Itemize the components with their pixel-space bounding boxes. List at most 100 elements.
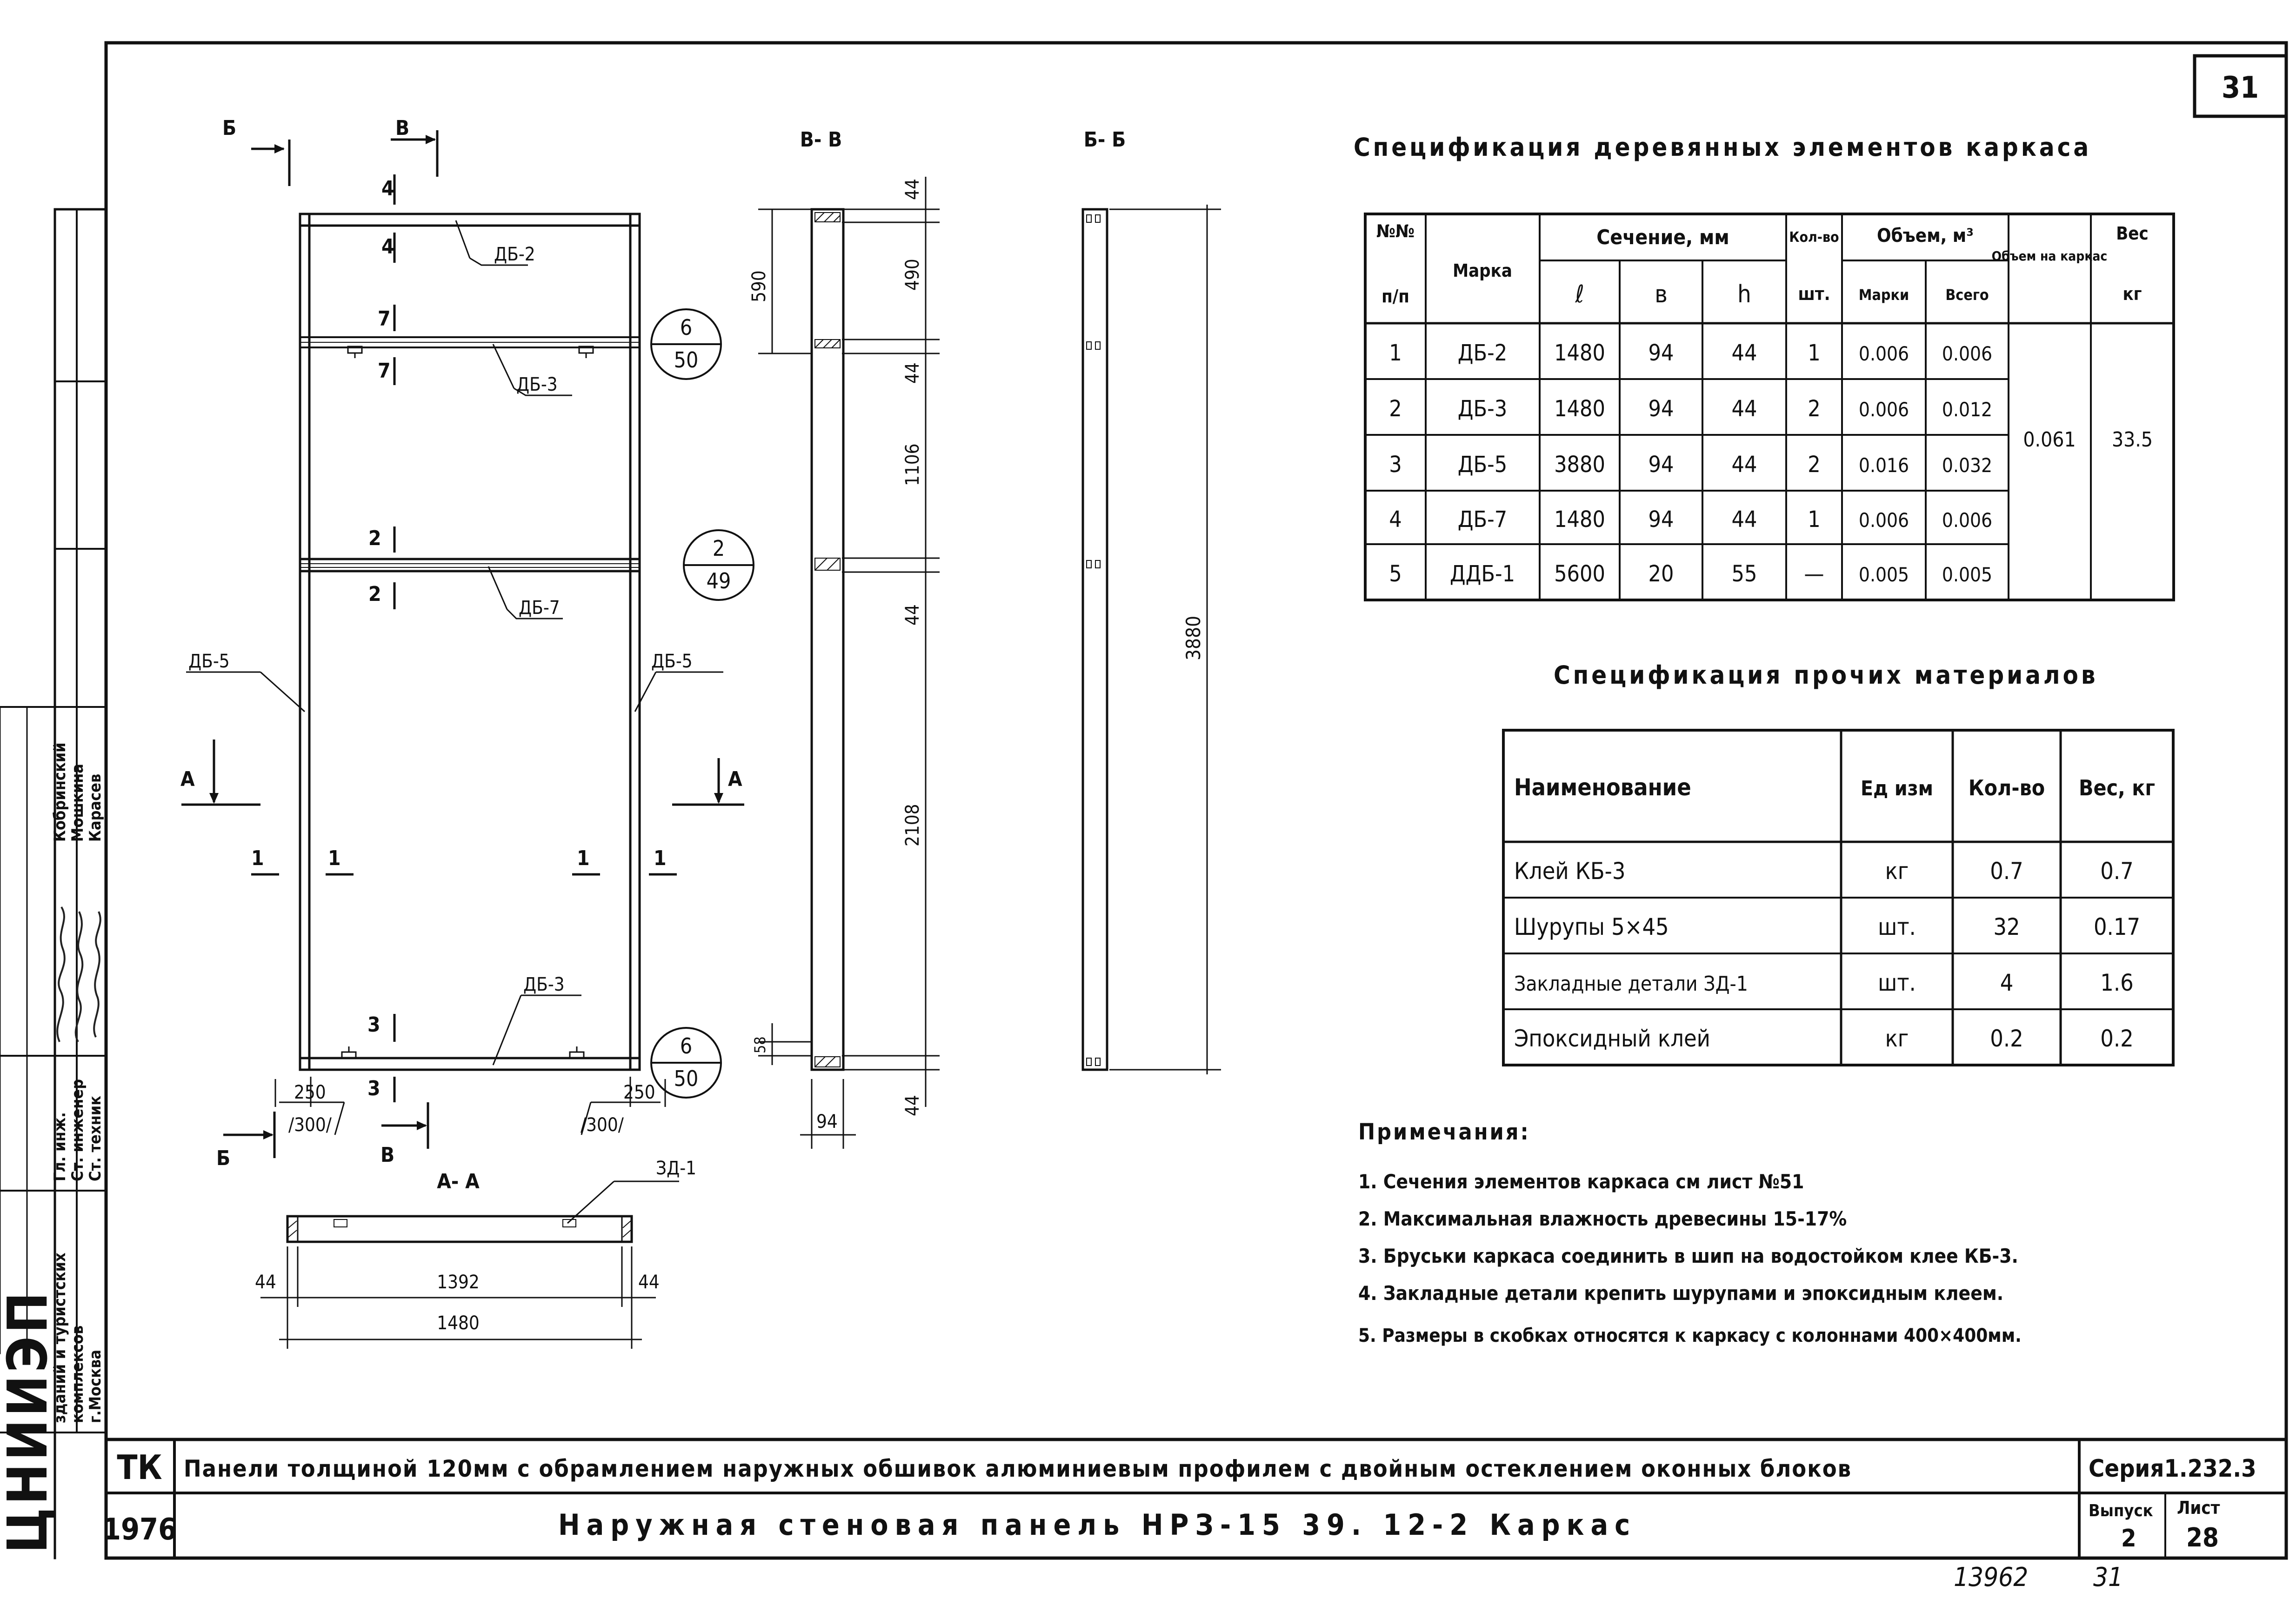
- dim-250-right: 250: [623, 1082, 655, 1103]
- svg-text:3: 3: [1389, 452, 1402, 478]
- svg-text:Ст. инженер: Ст. инженер: [68, 1079, 87, 1181]
- spec1-table: [1364, 213, 2175, 601]
- spec2-title: Спецификация прочих материалов: [1554, 660, 2098, 690]
- svg-text:шт.: шт.: [1878, 969, 1916, 996]
- vv-dim: 44: [902, 604, 923, 626]
- svg-text:1480: 1480: [1554, 340, 1605, 366]
- svg-text:Клей КБ-3: Клей КБ-3: [1514, 858, 1626, 885]
- svg-text:Ст. техник: Ст. техник: [86, 1096, 105, 1181]
- svg-text:ДБ-5: ДБ-5: [1458, 452, 1507, 478]
- section-2-label: 2: [368, 526, 381, 550]
- note-item: 2. Максимальная влажность древесины 15-1…: [1358, 1207, 1847, 1230]
- title-block-series: Серия1.232.3: [2089, 1455, 2256, 1483]
- spec1-header-marka: Марка: [1453, 260, 1512, 281]
- svg-text:2: 2: [1808, 452, 1820, 478]
- svg-text:Шурупы 5×45: Шурупы 5×45: [1514, 913, 1669, 940]
- svg-text:ДБ-3: ДБ-3: [1458, 396, 1507, 422]
- spec1-header-ves: Вес: [2116, 223, 2149, 244]
- cut-v-bottom-label: В: [380, 1143, 394, 1167]
- dim-250-left: 250: [294, 1082, 326, 1103]
- svg-text:0.032: 0.032: [1942, 454, 1992, 477]
- signature-scribbles: [56, 906, 101, 1043]
- section-1-label: 1: [654, 846, 667, 870]
- dim-300-right: /300/: [581, 1114, 624, 1136]
- callout-circle-bottom: 50: [674, 347, 699, 373]
- svg-text:1.6: 1.6: [2100, 969, 2134, 996]
- spec2-header-unit: Ед изм: [1861, 777, 1933, 800]
- svg-text:0.17: 0.17: [2094, 913, 2140, 940]
- svg-text:94: 94: [1649, 452, 1674, 478]
- svg-text:94: 94: [1649, 396, 1674, 422]
- svg-text:1: 1: [1808, 340, 1820, 366]
- svg-text:0.006: 0.006: [1942, 342, 1992, 365]
- spec1-header-vsego: Всего: [1945, 286, 1989, 304]
- table-row: Шурупы 5×45 шт. 32 0.17: [1514, 913, 2140, 940]
- svg-text:шт.: шт.: [1878, 913, 1916, 940]
- title-block-title1: Панели толщиной 120мм с обрамлением нару…: [184, 1455, 1852, 1482]
- callout-circle-bottom: 49: [707, 568, 731, 593]
- spec2-header-weight: Вес, кг: [2079, 775, 2155, 800]
- spec1-total-volume: 0.061: [2023, 428, 2076, 452]
- aa-dim-44-right: 44: [638, 1272, 660, 1293]
- section-7-label: 7: [378, 307, 391, 331]
- section-1-label: 1: [251, 846, 264, 870]
- callout-circle-top: 6: [680, 1033, 692, 1059]
- svg-text:0.7: 0.7: [1990, 858, 2023, 885]
- aa-dim-1392: 1392: [437, 1272, 480, 1293]
- section-vv-title: В- В: [800, 128, 842, 152]
- title-block-issue-no: 2: [2121, 1525, 2136, 1552]
- svg-text:94: 94: [1649, 506, 1674, 533]
- svg-text:1: 1: [1389, 340, 1402, 366]
- table-row: Клей КБ-3 кг 0.7 0.7: [1514, 858, 2134, 885]
- frame-drawing: [181, 130, 754, 1158]
- spec2-table: [1502, 729, 2175, 1066]
- svg-text:44: 44: [1732, 506, 1757, 533]
- svg-text:0.012: 0.012: [1942, 398, 1992, 421]
- spec1-header-np: п/п: [1382, 286, 1409, 306]
- svg-text:1480: 1480: [1554, 396, 1605, 422]
- spec1-header-b: в: [1655, 280, 1668, 308]
- spec1-header-l: ℓ: [1575, 280, 1584, 308]
- callout-circle-top: 2: [713, 536, 725, 561]
- svg-text:0.005: 0.005: [1942, 563, 1992, 586]
- svg-text:55: 55: [1732, 561, 1757, 587]
- svg-text:ДБ-2: ДБ-2: [1458, 340, 1507, 366]
- svg-text:ДДБ-1: ДДБ-1: [1450, 561, 1515, 587]
- vv-dim: 2108: [902, 804, 923, 846]
- aa-dim-1480: 1480: [437, 1313, 480, 1334]
- title-block-sheet-no: 28: [2186, 1523, 2219, 1553]
- aa-zd-label: ЗД-1: [656, 1158, 696, 1179]
- section-7-label: 7: [378, 359, 391, 383]
- cut-a-left-label: А: [180, 767, 195, 791]
- db5-right-label: ДБ-5: [651, 651, 693, 672]
- spec1-header-sechenie: Сечение, мм: [1596, 226, 1729, 249]
- section-3-label: 3: [367, 1013, 380, 1037]
- svg-text:0.006: 0.006: [1859, 398, 1909, 421]
- table-row: Эпоксидный клей кг 0.2 0.2: [1514, 1025, 2134, 1052]
- db5-left-label: ДБ-5: [188, 651, 230, 672]
- spec1-header-kg: кг: [2122, 284, 2142, 304]
- spec1-title: Спецификация деревянных элементов каркас…: [1354, 133, 2091, 162]
- svg-text:0.2: 0.2: [2100, 1025, 2134, 1052]
- title-block-issue-label: Выпуск: [2089, 1501, 2153, 1520]
- svg-text:зданий и туристских: зданий и туристских: [51, 1253, 69, 1423]
- svg-text:Кобринский: Кобринский: [51, 742, 69, 842]
- section-bb-title: Б- Б: [1084, 128, 1126, 152]
- note-item: 4. Закладные детали крепить шурупами и э…: [1358, 1282, 2003, 1305]
- vv-dim-58: 58: [751, 1036, 769, 1053]
- vv-dim: 490: [902, 259, 923, 291]
- spec1-header-marki: Марки: [1859, 286, 1909, 304]
- frame-labels: Б В 4 4 7 7 2 2 3 3 1 1 1 1 А А Б В: [180, 116, 742, 1170]
- institute-name: ЦНИИЭП: [0, 1289, 60, 1553]
- spec2-header-name: Наименование: [1514, 774, 1691, 801]
- svg-text:кг: кг: [1885, 858, 1909, 885]
- svg-text:Мошкина: Мошкина: [68, 764, 87, 842]
- spec1-header-obem: Объем, м³: [1877, 225, 1974, 247]
- side-org: зданий и туристских комплексов г.Москва: [51, 1253, 105, 1423]
- spec1-rows: 1 ДБ-2 1480 94 44 1 0.006 0.006 2 ДБ-3 1480 94…: [1389, 340, 2153, 587]
- section-aa-title: А- А: [437, 1170, 480, 1193]
- svg-text:1: 1: [1808, 506, 1820, 533]
